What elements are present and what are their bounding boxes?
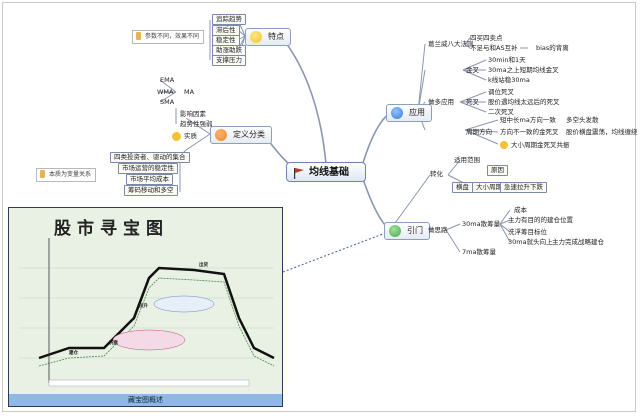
branch-yingyong[interactable]: 应用 <box>386 104 432 122</box>
granville-label: 葛兰威八大法则 <box>428 40 474 48</box>
sicha-label: 死叉 <box>466 98 479 106</box>
central-topic-title: 均线基础 <box>309 167 349 178</box>
sicha-item: 股价遇均线太远后的死叉 <box>488 98 560 106</box>
sicha-item: 二次死叉 <box>488 108 514 116</box>
treasure-map-image[interactable]: 股市寻宝图 建仓 洗盘 拉升 出货 藏宝图概述 <box>8 207 283 407</box>
number-icon <box>389 225 401 237</box>
smiley-icon <box>250 31 262 43</box>
jincha-item: 30min和1天 <box>488 56 526 64</box>
sixiang-label: 做思路 <box>428 226 448 234</box>
zhouqi-item: 大小周期金死叉共振 <box>500 141 570 149</box>
zhuanhua-label: 转化 <box>430 170 443 178</box>
meaning-item[interactable]: 市场运营的稳定性 <box>118 163 178 174</box>
granville-item: bias的背离 <box>536 44 569 52</box>
stage-label: 出货 <box>199 263 208 268</box>
ma-type: SMA <box>160 98 175 106</box>
branch-label: 定义分类 <box>233 130 265 139</box>
jincha-item: k线站稳30ma <box>488 76 530 84</box>
meaning-item[interactable]: 市场平均成本 <box>126 174 173 185</box>
zhuanhua-item[interactable]: 原因 <box>487 165 508 176</box>
ma7-label: 7ma散筹量 <box>462 248 496 256</box>
substance-label: 实质 <box>172 132 197 141</box>
zhuanhua-item[interactable]: 横盘 <box>452 182 473 193</box>
zhouqi-item: 多空头发散 <box>566 116 599 124</box>
branch-dingyi[interactable]: 定义分类 <box>210 126 272 144</box>
tedian-item[interactable]: 支撑压力 <box>212 55 246 66</box>
treasure-map-chart <box>19 238 275 387</box>
stage-label: 拉升 <box>139 304 148 309</box>
meaning-item[interactable]: 筹码移动和多空 <box>124 185 178 196</box>
jincha-item: 30ma之上短期均线金叉 <box>488 66 559 74</box>
meaning-item[interactable]: 四类投资者、驱动的集合 <box>110 152 190 163</box>
branch-tedian[interactable]: 特点 <box>245 28 291 46</box>
ma30-item: 主力有目的的建仓位置 <box>508 216 573 224</box>
ma30-item: 成本 <box>514 206 527 214</box>
branch-label: 应用 <box>409 108 425 117</box>
ma30-item: 主力完成战略建仓 <box>552 238 604 246</box>
ma-type: WMA <box>157 88 174 96</box>
zhouqi-label: 周期方向 <box>466 128 492 136</box>
flag-icon <box>294 168 304 179</box>
granville-item: 四买四卖点 <box>470 34 503 42</box>
branch-label: 特点 <box>268 32 284 41</box>
ma30-label: 30ma散筹量 <box>462 220 501 228</box>
zhuanhua-item[interactable]: 急速拉升下跌 <box>500 182 547 193</box>
ma-type: EMA <box>160 76 175 84</box>
zhouqi-item: 股价横盘震荡，均线缠绕 <box>566 128 638 136</box>
zhouqi-item: 短中长ma方向一致 <box>500 116 556 124</box>
treasure-map-footer: 藏宝图概述 <box>9 394 282 406</box>
treasure-map-title: 股市寻宝图 <box>54 219 169 239</box>
central-topic[interactable]: 均线基础 <box>286 162 366 182</box>
zhouqi-item: 方向不一致的金死叉 <box>500 128 559 136</box>
zhuanhua-item: 适用范围 <box>454 156 480 164</box>
ma30-item: 洗浮筹目标位 <box>508 228 547 236</box>
pencil-icon <box>40 170 45 178</box>
ma30-item: 30ma就头向上 <box>508 238 553 246</box>
tedian-note: 参数不同，效果不同 <box>132 30 205 44</box>
factor-item: 趋势性强弱 <box>180 120 213 128</box>
zuoduo-label: 做多应用 <box>428 98 454 106</box>
tedian-item[interactable]: 追踪趋势 <box>212 14 246 25</box>
smiley-icon <box>215 129 227 141</box>
ma-label: MA <box>184 88 195 96</box>
smiley-icon <box>500 141 508 149</box>
pencil-icon <box>136 32 141 40</box>
stage-label: 洗盘 <box>109 341 118 346</box>
factor-item: 影响因素 <box>180 110 206 118</box>
branch-yinmen[interactable]: 引门 <box>384 222 430 240</box>
granville-item: 不足与和AS互补 <box>470 44 518 52</box>
jincha-label: 金叉 <box>466 66 479 74</box>
stage-label: 建仓 <box>69 351 78 356</box>
smiley-icon <box>172 132 181 141</box>
branch-label: 引门 <box>407 226 423 235</box>
dingyi-note: 本质为变量关系 <box>36 168 97 182</box>
globe-icon <box>391 107 403 119</box>
sicha-item: 调位死叉 <box>488 88 514 96</box>
